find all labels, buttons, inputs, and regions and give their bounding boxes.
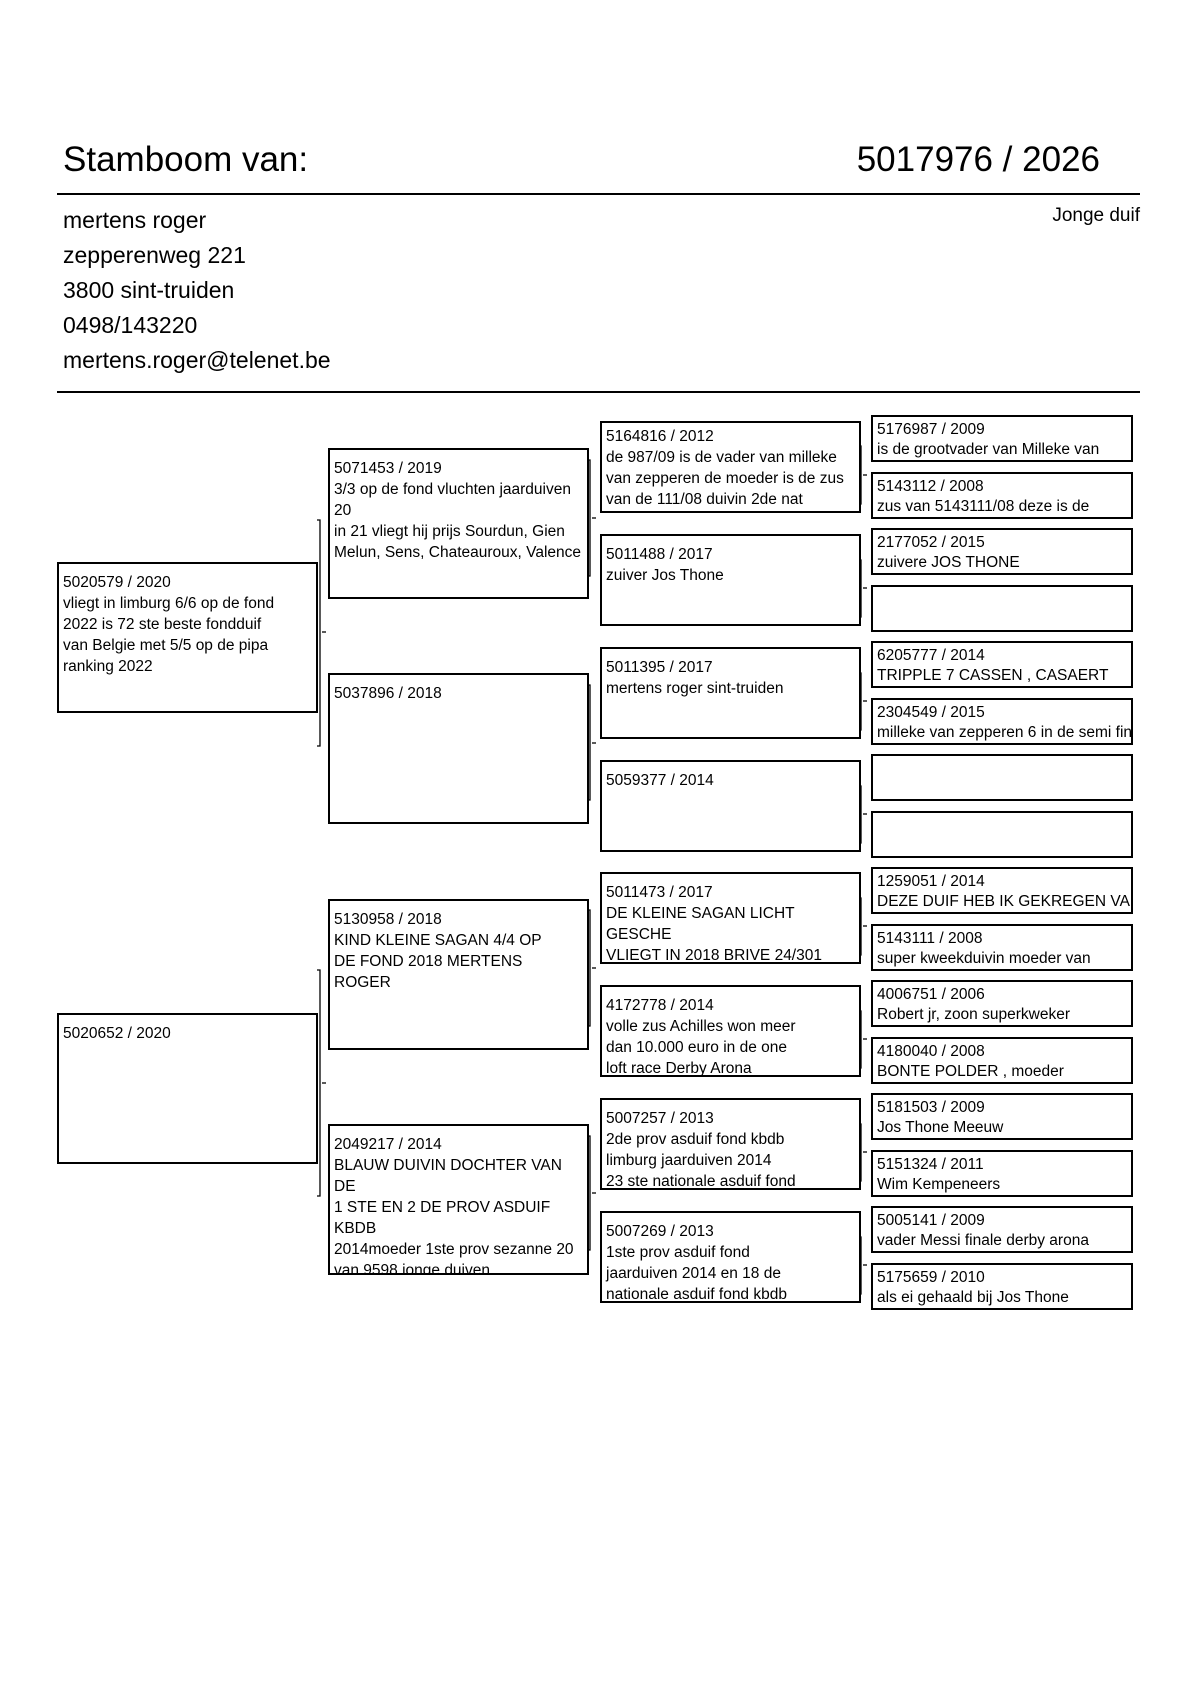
gen4-note-14: Wim Kempeneers	[877, 1176, 1001, 1193]
owner-block: mertens roger zepperenweg 221 3800 sint-…	[63, 203, 331, 378]
gen4-ring-3: 2177052 / 2015	[877, 534, 985, 551]
owner-street: zepperenweg 221	[63, 242, 246, 268]
gen3-note-2: zuiver Jos Thone	[606, 567, 724, 584]
gen4-note-3: zuivere JOS THONE	[877, 554, 1020, 571]
gen4-box-8	[871, 811, 1133, 858]
gen3-box-6: 4172778 / 2014 volle zus Achilles won me…	[600, 985, 861, 1077]
gen4-box-13: 5181503 / 2009 Jos Thone Meeuw	[871, 1093, 1133, 1140]
gen4-note-6: milleke van zepperen 6 in de semi fina	[877, 724, 1133, 741]
subject-ring-number: 5017976 / 2026	[856, 140, 1100, 179]
gen4-box-10: 5143111 / 2008 super kweekduivin moeder …	[871, 924, 1133, 971]
gen4-note-13: Jos Thone Meeuw	[877, 1119, 1004, 1136]
gen3-ring-8: 5007269 / 2013	[606, 1223, 714, 1240]
gen4-box-14: 5151324 / 2011 Wim Kempeneers	[871, 1150, 1133, 1197]
gen4-box-2: 5143112 / 2008 zus van 5143111/08 deze i…	[871, 472, 1133, 519]
dam-dam-box: 2049217 / 2014 BLAUW DUIVIN DOCHTER VAN …	[328, 1124, 589, 1275]
gen4-note-2: zus van 5143111/08 deze is de	[877, 498, 1090, 515]
gen4-box-16: 5175659 / 2010 als ei gehaald bij Jos Th…	[871, 1263, 1133, 1310]
gen4-ring-9: 1259051 / 2014	[877, 873, 985, 890]
gen3-box-1: 5164816 / 2012 de 987/09 is de vader van…	[600, 421, 861, 513]
gen4-box-5: 6205777 / 2014 TRIPPLE 7 CASSEN , CASAER…	[871, 641, 1133, 688]
gen4-note-5: TRIPPLE 7 CASSEN , CASAERT	[877, 667, 1109, 684]
gen4-ring-12: 4180040 / 2008	[877, 1043, 985, 1060]
gen3-box-4: 5059377 / 2014	[600, 760, 861, 852]
gen4-note-12: BONTE POLDER , moeder	[877, 1063, 1064, 1080]
dam-sire-ring: 5130958 / 2018	[334, 911, 442, 928]
gen3-box-8: 5007269 / 2013 1ste prov asduif fond jaa…	[600, 1211, 861, 1303]
gen4-note-15: vader Messi finale derby arona	[877, 1232, 1089, 1249]
gen4-ring-2: 5143112 / 2008	[877, 478, 984, 495]
gen3-box-2: 5011488 / 2017 zuiver Jos Thone	[600, 534, 861, 626]
gen4-note-10: super kweekduivin moeder van	[877, 950, 1091, 967]
page-title: Stamboom van:	[63, 140, 309, 179]
gen4-ring-6: 2304549 / 2015	[877, 704, 985, 721]
sire-sire-note: 3/3 op de fond vluchten jaarduiven 20 in…	[334, 481, 582, 561]
gen4-box-9: 1259051 / 2014 DEZE DUIF HEB IK GEKREGEN…	[871, 867, 1133, 914]
gen3-ring-7: 5007257 / 2013	[606, 1110, 714, 1127]
sire-sire-ring: 5071453 / 2019	[334, 460, 442, 477]
gen4-ring-15: 5005141 / 2009	[877, 1212, 985, 1229]
owner-email: mertens.roger@telenet.be	[63, 347, 331, 373]
sire-note: vliegt in limburg 6/6 op de fond 2022 is…	[63, 595, 275, 675]
dam-box: 5020652 / 2020	[57, 1013, 318, 1164]
gen4-box-15: 5005141 / 2009 vader Messi finale derby …	[871, 1206, 1133, 1253]
gen4-note-16: als ei gehaald bij Jos Thone	[877, 1289, 1069, 1306]
gen4-ring-16: 5175659 / 2010	[877, 1269, 985, 1286]
dam-dam-note: BLAUW DUIVIN DOCHTER VAN DE 1 STE EN 2 D…	[334, 1157, 574, 1275]
gen4-box-11: 4006751 / 2006 Robert jr, zoon superkwek…	[871, 980, 1133, 1027]
gen4-box-1: 5176987 / 2009 is de grootvader van Mill…	[871, 415, 1133, 462]
gen4-box-12: 4180040 / 2008 BONTE POLDER , moeder	[871, 1037, 1133, 1084]
owner-divider	[57, 391, 1140, 393]
sire-sire-box: 5071453 / 2019 3/3 op de fond vluchten j…	[328, 448, 589, 599]
gen3-ring-4: 5059377 / 2014	[606, 772, 714, 789]
gen3-note-6: volle zus Achilles won meer dan 10.000 e…	[606, 1018, 796, 1077]
sire-dam-ring: 5037896 / 2018	[334, 685, 442, 702]
gen4-box-4	[871, 585, 1133, 632]
gen4-box-3: 2177052 / 2015 zuivere JOS THONE	[871, 528, 1133, 575]
owner-phone: 0498/143220	[63, 312, 198, 338]
gen3-note-7: 2de prov asduif fond kbdb limburg jaardu…	[606, 1131, 796, 1190]
gen3-ring-1: 5164816 / 2012	[606, 428, 714, 445]
gen3-note-1: de 987/09 is de vader van milleke van ze…	[606, 449, 844, 508]
gen3-note-5: DE KLEINE SAGAN LICHT GESCHE VLIEGT IN 2…	[606, 905, 822, 964]
gen3-ring-5: 5011473 / 2017	[606, 884, 713, 901]
dam-ring: 5020652 / 2020	[63, 1025, 171, 1042]
dam-sire-box: 5130958 / 2018 KIND KLEINE SAGAN 4/4 OP …	[328, 899, 589, 1050]
gen4-ring-13: 5181503 / 2009	[877, 1099, 985, 1116]
gen3-box-5: 5011473 / 2017 DE KLEINE SAGAN LICHT GES…	[600, 872, 861, 964]
sire-dam-box: 5037896 / 2018	[328, 673, 589, 824]
gen4-ring-10: 5143111 / 2008	[877, 930, 983, 947]
gen4-ring-14: 5151324 / 2011	[877, 1156, 984, 1173]
sire-box: 5020579 / 2020 vliegt in limburg 6/6 op …	[57, 562, 318, 713]
header-divider	[57, 193, 1140, 195]
gen3-box-3: 5011395 / 2017 mertens roger sint-truide…	[600, 647, 861, 739]
gen4-note-9: DEZE DUIF HEB IK GEKREGEN VAN	[877, 893, 1133, 910]
owner-city: 3800 sint-truiden	[63, 277, 235, 303]
gen4-ring-11: 4006751 / 2006	[877, 986, 985, 1003]
dam-sire-note: KIND KLEINE SAGAN 4/4 OP DE FOND 2018 ME…	[334, 932, 542, 991]
gen4-box-6: 2304549 / 2015 milleke van zepperen 6 in…	[871, 698, 1133, 745]
gen3-ring-6: 4172778 / 2014	[606, 997, 714, 1014]
gen4-ring-1: 5176987 / 2009	[877, 421, 985, 438]
owner-name: mertens roger	[63, 207, 207, 233]
gen3-ring-3: 5011395 / 2017	[606, 659, 713, 676]
gen3-ring-2: 5011488 / 2017	[606, 546, 713, 563]
gen3-note-3: mertens roger sint-truiden	[606, 680, 784, 697]
gen3-box-7: 5007257 / 2013 2de prov asduif fond kbdb…	[600, 1098, 861, 1190]
gen4-note-1: is de grootvader van Milleke van	[877, 441, 1100, 458]
age-category: Jonge duif	[1052, 205, 1140, 226]
gen4-note-11: Robert jr, zoon superkweker	[877, 1006, 1070, 1023]
dam-dam-ring: 2049217 / 2014	[334, 1136, 442, 1153]
gen3-note-8: 1ste prov asduif fond jaarduiven 2014 en…	[606, 1244, 787, 1303]
sire-ring: 5020579 / 2020	[63, 574, 171, 591]
gen4-box-7	[871, 754, 1133, 801]
gen4-ring-5: 6205777 / 2014	[877, 647, 985, 664]
